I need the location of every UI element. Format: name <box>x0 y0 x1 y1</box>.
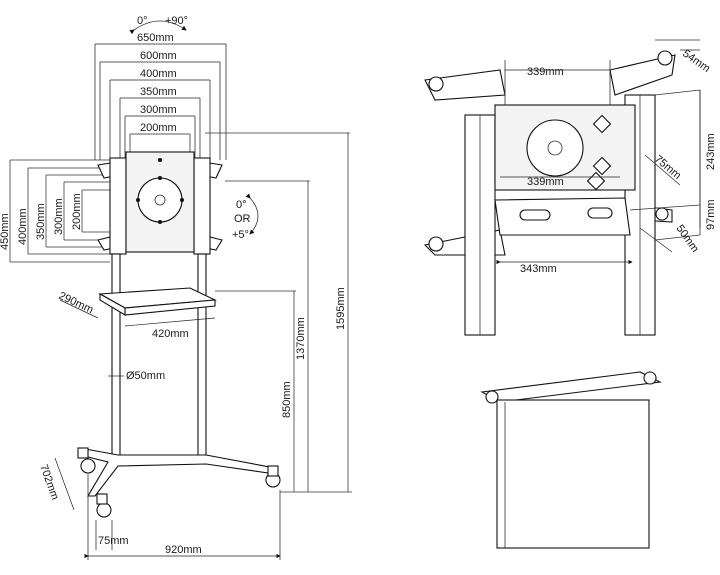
panel-side-view <box>480 371 662 549</box>
tilt-offset-label: 75mm <box>652 153 683 182</box>
base-depth-label: 702mm <box>37 463 61 502</box>
pole-diameter-label: Ø50mm <box>126 370 165 382</box>
vesa-height-400: 400mm <box>17 208 29 245</box>
vesa-width-600: 600mm <box>140 50 177 62</box>
top-offset-label: 54mm <box>680 48 712 75</box>
shelf: 290mm 420mm <box>57 287 218 340</box>
vesa-width-400: 400mm <box>140 68 177 80</box>
vesa-mount-plate <box>97 151 223 255</box>
height-dimensions: 1595mm 1370mm 850mm <box>205 132 352 493</box>
vesa-height-300: 300mm <box>53 198 65 235</box>
vesa-width-300: 300mm <box>140 104 177 116</box>
rotation-0-label: 0° <box>137 15 148 27</box>
rotation-top-indicator: 0° +90° <box>129 15 188 35</box>
height-max-label: 1595mm <box>335 287 347 330</box>
caster-label: 75mm <box>98 535 129 547</box>
shelf-height-label: 850mm <box>281 381 293 418</box>
vesa-width-200: 200mm <box>140 122 177 134</box>
tv-stand-front-view: 0° +90° 650mm 600mm 400mm 350mm 300mm 20… <box>0 15 352 560</box>
vesa-height-dimensions: 450mm 400mm 350mm 300mm 200mm <box>0 159 110 263</box>
vesa-height-200: 200mm <box>71 193 83 230</box>
rotation-90-label: +90° <box>165 15 188 27</box>
tilt-or-label: OR <box>234 213 251 225</box>
vesa-width-650: 650mm <box>137 32 174 44</box>
shelf-depth-label: 290mm <box>57 290 95 316</box>
plate-height-label: 243mm <box>705 133 717 170</box>
tilt-rotation-indicator: 0° OR +5° <box>232 193 259 241</box>
base-width-label: 920mm <box>165 544 202 556</box>
vesa-width-dimensions: 650mm 600mm 400mm 350mm 300mm 200mm <box>94 32 227 160</box>
vesa-height-450: 450mm <box>0 213 11 250</box>
tilt-5-label: +5° <box>232 229 249 241</box>
top-width-label: 339mm <box>527 66 564 78</box>
bracket-detail-view: 339mm 339mm 54mm 243mm 75mm 97mm 50mm 34… <box>423 39 717 336</box>
bracket-depth-label: 50mm <box>674 223 701 255</box>
bracket-height-label: 97mm <box>705 199 717 230</box>
vesa-width-350: 350mm <box>140 86 177 98</box>
bracket-width-label: 343mm <box>520 263 557 275</box>
tilt-0-label: 0° <box>236 199 247 211</box>
shelf-width-label: 420mm <box>152 328 189 340</box>
lower-width-label: 339mm <box>527 176 564 188</box>
vesa-height-350: 350mm <box>35 203 47 240</box>
pole <box>111 253 207 460</box>
base <box>77 447 281 518</box>
height-mid-label: 1370mm <box>295 317 307 360</box>
